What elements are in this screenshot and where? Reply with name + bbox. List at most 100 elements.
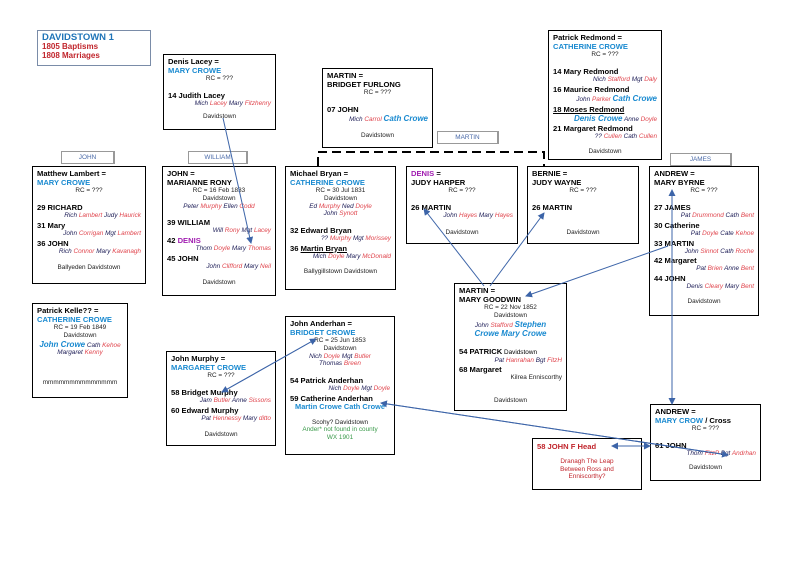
rc-date: RC = 22 Nov 1852: [484, 304, 537, 312]
family-card-redmond[interactable]: Patrick Redmond = CATHERINE CROWE RC = ?…: [548, 30, 662, 160]
family-card-anderhan[interactable]: John Anderhan = BRIDGET CROWE RC = 25 Ju…: [285, 316, 395, 455]
page-title: DAVIDSTOWN 1: [42, 32, 114, 43]
sponsors: Nich Doyle Mgt Butler: [309, 352, 371, 360]
sponsors: Will Rony Mgt Lacey: [212, 227, 271, 235]
rc-date: RC = ???: [569, 187, 597, 195]
husband-name: MARTIN =: [459, 286, 496, 295]
family-card-lambert[interactable]: Matthew Lambert = MARY CROWE RC = ??? 29…: [32, 166, 146, 284]
child-entry: 44 JOHN: [654, 274, 686, 284]
sponsors: Mich Carrol Cath Crowe: [349, 114, 428, 124]
child-entry: 29 RICHARD: [37, 202, 83, 212]
family-card-goodwin[interactable]: MARTIN = MARY GOODWIN RC = 22 Nov 1852 D…: [454, 283, 567, 411]
sponsors: Martin Crowe Cath Crowe: [295, 401, 385, 411]
family-card-harper[interactable]: DENIS = JUDY HARPER RC = ??? 26 MARTIN J…: [406, 166, 518, 244]
sponsors: John Parker Cath Crowe: [576, 93, 657, 103]
family-card-bryan[interactable]: Michael Bryan = CATHERINE CROWE RC = 30 …: [285, 166, 396, 290]
child-place: Kilrea Enniscorthy: [510, 374, 562, 382]
family-card-furlong[interactable]: MARTIN = BRIDGET FURLONG RC = ??? 07 JOH…: [322, 68, 433, 148]
sponsors: Denis Cleary Mary Bent: [686, 283, 754, 291]
rc-date: RC = ???: [205, 75, 234, 83]
child-entry: 42 DENIS: [167, 236, 201, 246]
place: Davidstown: [204, 430, 238, 438]
label-martin: MARTIN: [437, 131, 499, 144]
place-note: Dranagh The Leap: [560, 458, 614, 466]
family-card-lacey[interactable]: Denis Lacey = MARY CROWE RC = ??? 14 Jud…: [163, 54, 276, 130]
child-entry: 07 JOHN: [327, 104, 359, 114]
husband-name: Patrick Redmond =: [553, 33, 622, 42]
wife-name: CATHERINE CROWE: [553, 42, 628, 52]
baptisms-range: 1805 Baptisms: [42, 42, 99, 52]
sponsors: John Sinnot Cath Roche: [684, 247, 754, 255]
rc-place: Davidstown: [63, 331, 97, 339]
family-card-wayne[interactable]: BERNIE = JUDY WAYNE RC = ??? 26 MARTIN D…: [527, 166, 639, 244]
sponsors: Pat Drummond Cath Bent: [680, 212, 754, 220]
child-entry: 60 Edward Murphy: [171, 405, 239, 415]
rc-place: Davidstown: [323, 344, 357, 352]
sponsors: John Corrigan Mgt Lambert: [63, 229, 141, 237]
place: Davidstown: [202, 278, 236, 286]
rc-date: RC = ???: [690, 187, 718, 195]
sponsors: Ed Murphy Ned Doyle: [309, 202, 372, 210]
sponsors: ?? Murphy Mgt Morissey: [321, 235, 391, 243]
sponsors: Nich Stafford Mgt Daly: [593, 76, 657, 84]
sponsors: Rich Lambert Judy Haurick: [64, 212, 141, 220]
child-entry: 14 Mary Redmond: [553, 66, 619, 76]
rc-date: RC = ???: [448, 187, 476, 195]
sponsors: John Hayes Mary Hayes: [443, 212, 513, 220]
family-card-head[interactable]: 58 JOHN F Head Dranagh The Leap Between …: [532, 438, 642, 490]
husband-name: MARTIN =: [327, 71, 364, 80]
sponsors: Mich Doyle Mary McDonald: [312, 252, 391, 260]
rc-date: RC = ???: [75, 187, 103, 195]
wife-name: JUDY HARPER: [411, 178, 466, 188]
child-entry: 30 Catherine: [654, 220, 700, 230]
sponsors: Nich Doyle Mgt Doyle: [328, 385, 390, 393]
sponsors: John Stafford Stephen: [474, 319, 547, 329]
sponsors: Thom FitzP Bgt Andrhan: [686, 450, 756, 458]
sponsors: Pat Brien Anne Bent: [696, 265, 754, 273]
family-card-byrne[interactable]: ANDREW = MARY BYRNE RC = ??? 27 JAMES Pa…: [649, 166, 759, 316]
child-entry: 61 JOHN: [655, 440, 687, 450]
wife-name: MARIANNE RONY: [167, 178, 232, 188]
child-entry: 58 JOHN F Head: [537, 442, 597, 451]
sponsors: Pat Doyle Cate Kehoe: [690, 229, 754, 237]
sponsors: Pat Hennessy Mary ditto: [201, 414, 271, 422]
child-entry: 33 MARTIN: [654, 238, 695, 248]
place: Davidstown: [688, 463, 723, 471]
sponsors: ?? Cullen Cath Cullen: [594, 133, 657, 141]
label-william: WILLIAM: [188, 151, 248, 164]
family-card-cross[interactable]: ANDREW = MARY CROW / Cross RC = ??? 61 J…: [650, 404, 761, 481]
title-box: DAVIDSTOWN 1 1805 Baptisms 1808 Marriage…: [37, 30, 151, 66]
rc-place: Davidstown: [202, 194, 236, 202]
family-card-rony[interactable]: JOHN = MARIANNE RONY RC = 16 Feb 1833 Da…: [162, 166, 276, 296]
husband-name: JOHN =: [167, 169, 195, 178]
place: Davidstown: [202, 112, 237, 120]
family-card-murphy[interactable]: John Murphy = MARGARET CROWE RC = ??? 58…: [166, 351, 276, 446]
family-card-kelle[interactable]: Patrick Kelle?? = CATHERINE CROWE RC = 1…: [32, 303, 128, 398]
wife-name: MARY BYRNE: [654, 178, 705, 188]
husband-name: Michael Bryan =: [290, 169, 349, 178]
wife-name: CATHERINE CROWE: [37, 315, 112, 325]
sponsors: Margaret Kenny: [57, 349, 103, 357]
child-entry: 36 Martin Bryan: [290, 243, 347, 253]
child-entry: 36 JOHN: [37, 238, 69, 248]
husband-name: BERNIE =: [532, 169, 568, 178]
wife-name: BRIDGET CROWE: [290, 328, 356, 338]
place: Davidstown: [566, 229, 600, 237]
sponsors: Mich Lacey Mary Fitzhenry: [194, 100, 271, 108]
child-entry: 54 Patrick Anderhan: [290, 375, 364, 385]
child-entry: 31 Mary: [37, 220, 66, 230]
place: Davidstown: [360, 131, 395, 139]
child-entry: 32 Edward Bryan: [290, 225, 352, 235]
wife-name: MARGARET CROWE: [171, 363, 247, 373]
husband-name: DENIS =: [411, 169, 441, 178]
footer-note: mmmmmmmmmmmmmm: [42, 378, 118, 386]
wife-name: JUDY WAYNE: [532, 178, 582, 188]
rc-date: RC = 16 Feb 1833: [192, 187, 246, 195]
child-entry: 39 WILLIAM: [167, 218, 211, 228]
child-entry: 54 PATRICK Davidstown: [459, 346, 537, 356]
child-entry: 68 Margaret: [459, 365, 502, 375]
place: Ballyeden Davidstown: [57, 264, 121, 272]
place: Davidstown: [588, 148, 622, 156]
child-entry: 16 Maurice Redmond: [553, 84, 630, 94]
sponsors: Denis Crowe Anne Doyle: [573, 113, 657, 123]
